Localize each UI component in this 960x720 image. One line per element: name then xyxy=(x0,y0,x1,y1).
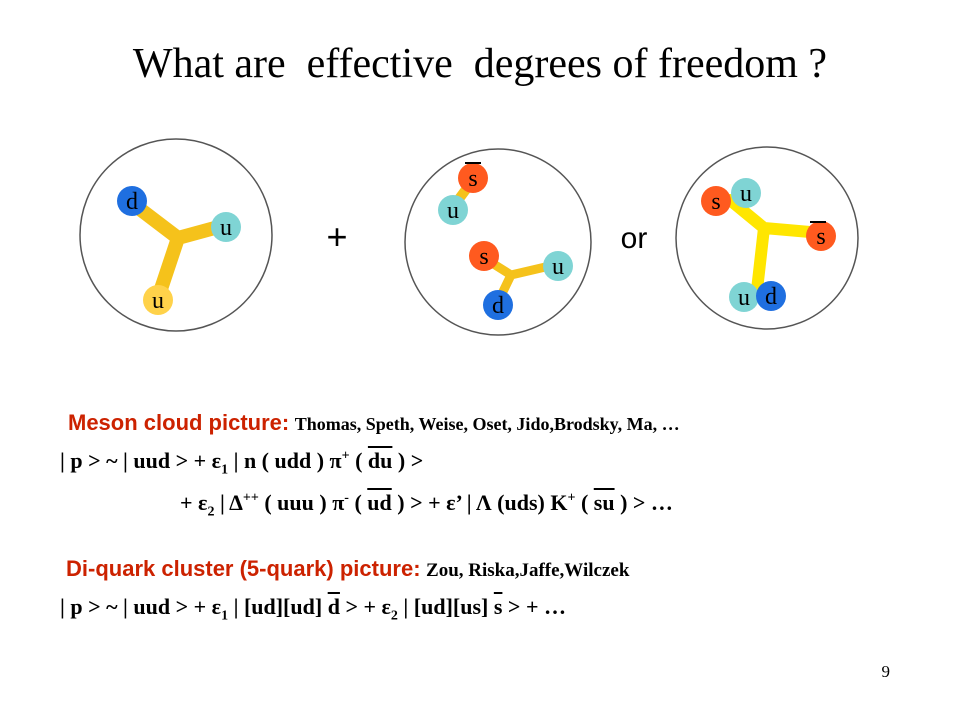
meson-cloud-heading-row: Meson cloud picture: Thomas, Speth, Weis… xyxy=(68,410,680,436)
quark-label: s xyxy=(479,244,488,270)
quark-label: s xyxy=(468,166,477,192)
quark-u xyxy=(543,251,573,281)
quark-label: u xyxy=(740,181,752,207)
quark-label: d xyxy=(492,293,504,319)
page-number: 9 xyxy=(881,662,891,681)
diquark-heading: Di-quark cluster (5-quark) picture: xyxy=(66,556,421,581)
quark-d xyxy=(483,290,513,320)
quark-label: u xyxy=(447,198,459,224)
quark-u xyxy=(731,178,761,208)
quark-u xyxy=(143,285,173,315)
quark-label: u xyxy=(220,215,232,241)
meson-equation-line-1: | p > ~ | uud > + ε1 | n ( udd ) π+ ( du… xyxy=(60,448,424,478)
quark-label: d xyxy=(765,284,777,310)
quark-label: u xyxy=(152,288,164,314)
quark-label: s xyxy=(711,189,720,215)
quark-label: s xyxy=(816,224,825,250)
diquark-equation-line: | p > ~ | uud > + ε1 | [ud][ud] d > + ε2… xyxy=(60,594,566,624)
meson-cloud-heading: Meson cloud picture: xyxy=(68,410,290,435)
meson-cloud-authors: Thomas, Speth, Weise, Oset, Jido,Brodsky… xyxy=(294,414,680,434)
quark-label: d xyxy=(126,189,138,215)
quark-u xyxy=(438,195,468,225)
quark-label: u xyxy=(738,285,750,311)
quark-s xyxy=(701,186,731,216)
quark-u xyxy=(729,282,759,312)
plus-sign: + xyxy=(326,216,347,257)
diquark-heading-row: Di-quark cluster (5-quark) picture: Zou,… xyxy=(66,556,629,582)
quark-s-bar xyxy=(806,221,836,251)
page-title: What are effective degrees of freedom ? xyxy=(132,41,828,87)
quark-s-bar xyxy=(458,163,488,193)
quark-s xyxy=(469,241,499,271)
proton-diquark-cluster: s u s u d xyxy=(675,146,859,330)
quark-d xyxy=(756,281,786,311)
proton-3quark: d u u xyxy=(79,138,273,332)
quark-label: u xyxy=(552,254,564,280)
meson-equation-line-2: + ε2 | Δ++ ( uuu ) π- ( ud ) > + ε’ | Λ … xyxy=(180,490,673,520)
quark-d xyxy=(117,186,147,216)
proton-meson-cloud: s u s u d xyxy=(404,148,592,336)
quark-u xyxy=(211,212,241,242)
or-label: or xyxy=(621,222,648,255)
diquark-authors: Zou, Riska,Jaffe,Wilczek xyxy=(426,560,630,581)
